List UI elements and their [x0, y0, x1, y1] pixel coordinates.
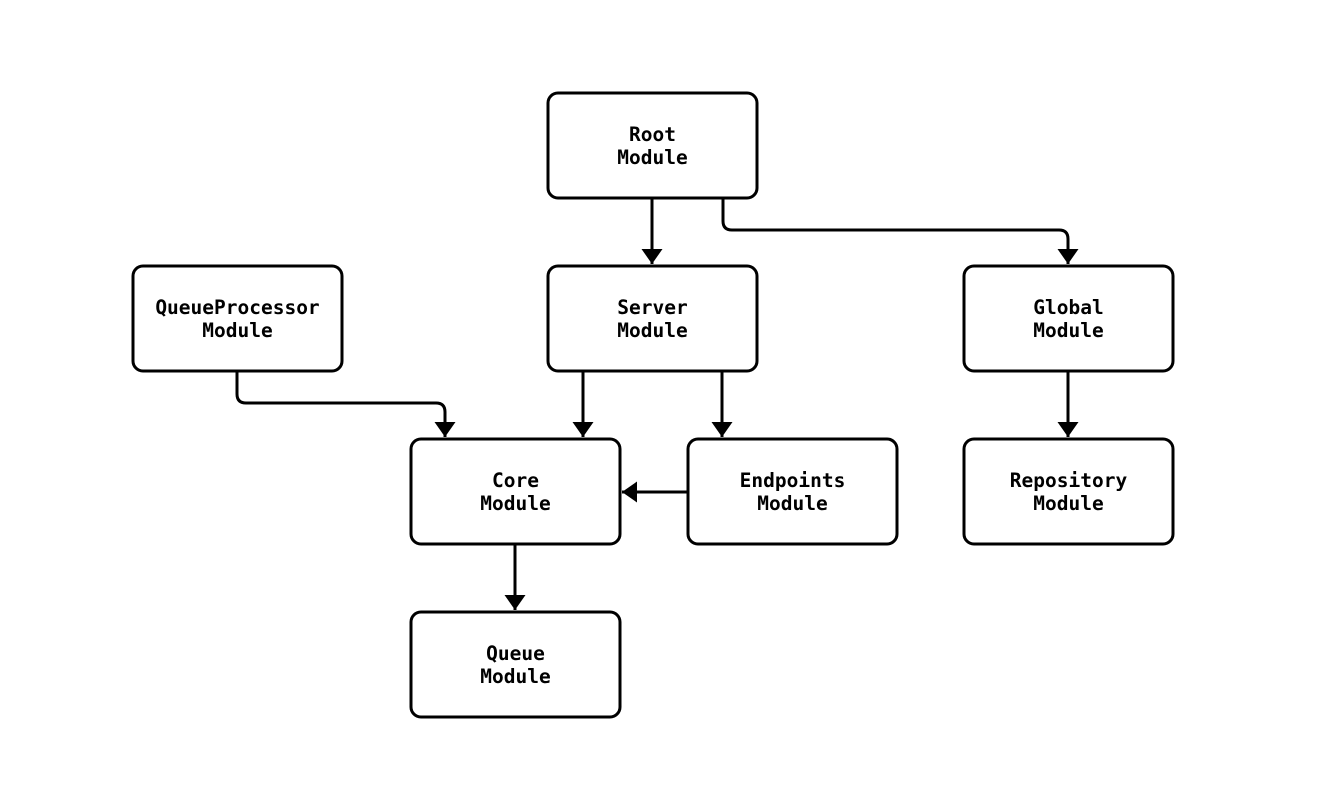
- node-queue-module-box: [409, 610, 622, 719]
- node-repository-module-box: [962, 437, 1175, 546]
- edge-root-module-to-global-module: [721, 198, 1079, 264]
- node-core-module-box: [409, 437, 622, 546]
- node-root-module-box: [546, 91, 759, 200]
- node-queue-processor-module-box: [131, 264, 344, 373]
- node-endpoints-module-box: [686, 437, 899, 546]
- node-global-module-box: [962, 264, 1175, 373]
- edge-queue-processor-module-to-core-module: [235, 371, 456, 437]
- node-server-module-box: [546, 264, 759, 373]
